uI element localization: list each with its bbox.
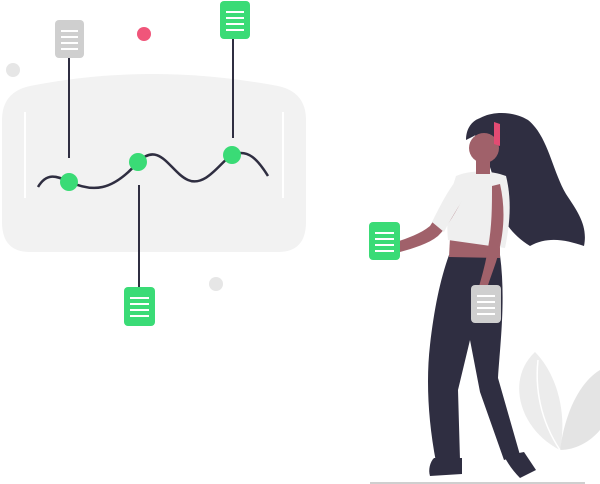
document-icon: [124, 287, 155, 326]
person-arm-right: [478, 184, 504, 292]
person-figure: [396, 113, 585, 478]
person-sleeve-left: [432, 178, 468, 232]
data-point-icon: [60, 173, 78, 191]
document-icon: [55, 20, 84, 58]
person-shoe-left: [429, 458, 462, 476]
document-icon: [471, 285, 501, 323]
decorative-dot-gray-left: [6, 63, 20, 77]
decorative-dot-red: [137, 27, 151, 41]
decorative-dot-gray-mid: [209, 277, 223, 291]
person-headband: [494, 122, 500, 146]
document-icon: [220, 1, 250, 39]
data-point-icon: [223, 146, 241, 164]
person-head: [469, 133, 499, 163]
chart-panel: [2, 74, 306, 252]
plant-leaf: [519, 352, 600, 451]
person-shoe-right: [504, 452, 536, 478]
document-icon: [369, 222, 400, 260]
data-point-icon: [129, 153, 147, 171]
